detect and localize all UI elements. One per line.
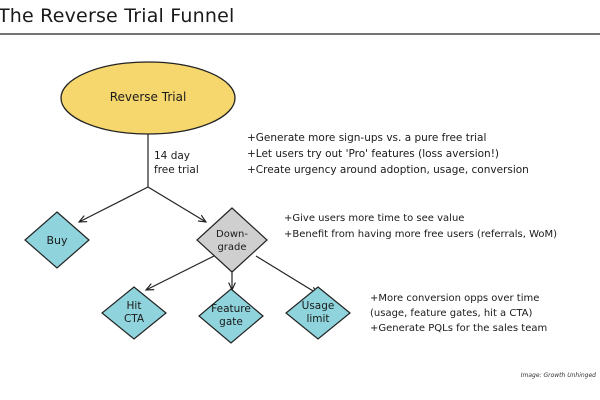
trial-label-line-1: 14 day [154, 150, 191, 162]
downgrade-note-line-2: +Benefit from having more free users (re… [284, 229, 558, 240]
buy-node-shape [24, 211, 90, 269]
branch-to-buy [79, 186, 149, 222]
downgrade-node-label: Down- grade [216, 229, 248, 253]
feature-gate-node-shape [198, 288, 264, 344]
branch-to-usage-limit [255, 255, 318, 294]
leaves-note-line-1: +More conversion opps over time [370, 293, 540, 304]
leaves-note-line-3: +Generate PQLs for the sales team [370, 323, 548, 334]
root-node-label: Reverse Trial [109, 90, 187, 104]
leaves-note-line-2: (usage, feature gates, hit a CTA) [370, 308, 533, 319]
downgrade-benefits-note: +Give users more time to see value +Bene… [284, 211, 557, 243]
hit-cta-node-label: Hit CTA [123, 300, 145, 325]
root-benefits-note: +Generate more sign-ups vs. a pure free … [247, 130, 529, 178]
usage-limit-node-shape [285, 286, 351, 340]
downgrade-note-line-1: +Give users more time to see value [284, 213, 465, 224]
leaves-benefits-note: +More conversion opps over time (usage, … [370, 291, 547, 336]
image-credit: Image: Growth Unhinged [520, 372, 596, 379]
trial-duration-label: 14 day free trial [154, 149, 199, 177]
page-title: The Reverse Trial Funnel [0, 5, 235, 27]
branch-to-downgrade [147, 186, 206, 222]
root-note-line-3: +Create urgency around adoption, usage, … [247, 164, 529, 176]
branch-to-hit-cta [146, 255, 215, 290]
root-note-line-2: +Let users try out 'Pro' features (loss … [247, 148, 500, 160]
root-note-line-1: +Generate more sign-ups vs. a pure free … [247, 132, 487, 144]
feature-gate-node-label: Feature gate [211, 303, 251, 328]
usage-limit-node-label: Usage limit [301, 300, 335, 325]
hit-cta-node-shape [101, 286, 167, 340]
trial-label-line-2: free trial [154, 164, 199, 176]
buy-node-label: Buy [46, 234, 68, 247]
